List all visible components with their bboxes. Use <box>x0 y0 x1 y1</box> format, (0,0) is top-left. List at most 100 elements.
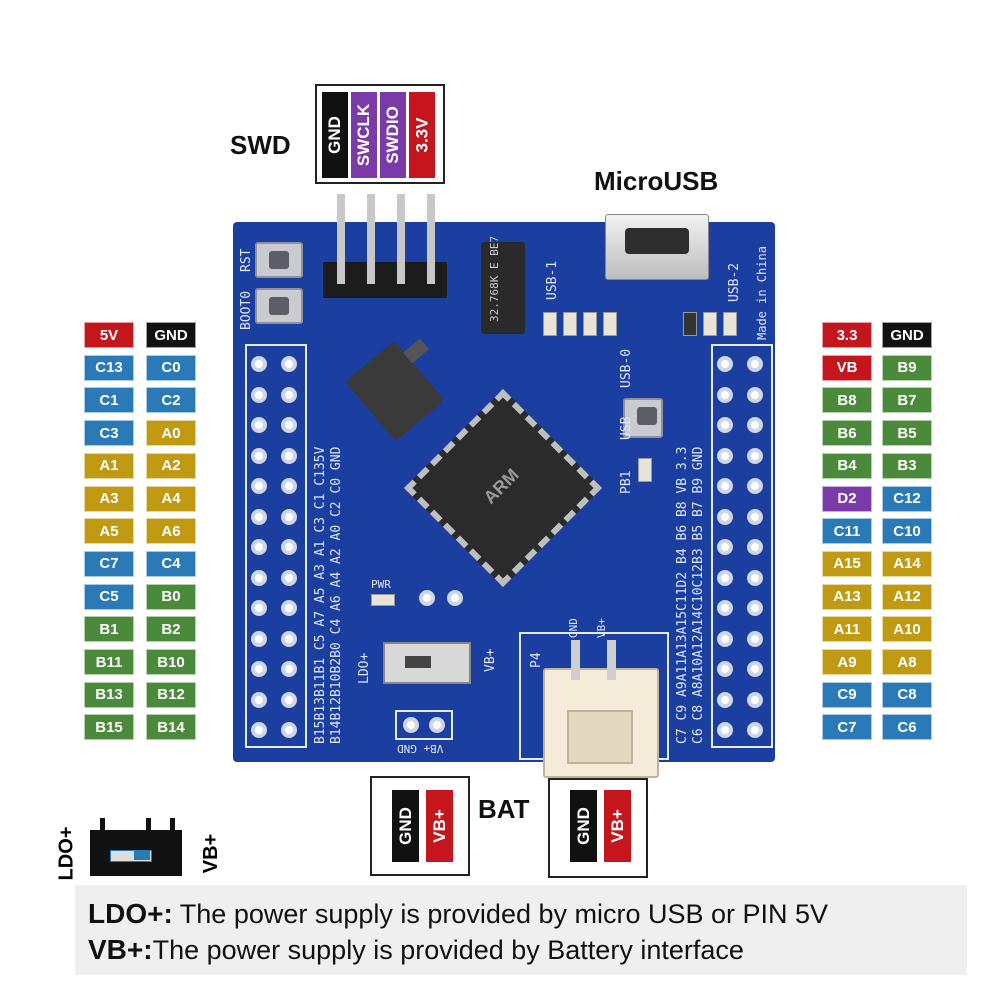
caption-line-1: LDO+: The power supply is provided by mi… <box>88 898 828 930</box>
right-header-outline <box>711 344 773 748</box>
bat-right-pin-gnd-text: GND <box>573 807 593 845</box>
smd-resistor-7 <box>723 312 737 336</box>
left-header-hole <box>281 386 297 403</box>
right-header-hole <box>747 508 763 525</box>
battery-pads <box>395 710 453 740</box>
right-header-hole <box>717 356 733 372</box>
micro-usb-port[interactable] <box>625 228 689 254</box>
left-header-hole <box>251 478 267 494</box>
left-pin-outer-c5: C5 <box>84 583 134 610</box>
left-header-hole <box>251 661 267 677</box>
bat-right-pin-gnd: GND <box>570 790 597 862</box>
pwr-jumper-hole-2 <box>447 590 463 606</box>
pb1-led <box>638 458 652 482</box>
right-header-hole <box>717 722 733 738</box>
power-slide-switch[interactable] <box>383 642 471 684</box>
pb1-label: PB1 <box>619 470 634 494</box>
usb-button[interactable] <box>623 398 663 438</box>
switch-ldo-label: LDO+ <box>357 652 372 684</box>
right-pin-outer-c10: C10 <box>882 518 932 545</box>
right-pin-inner-d2: D2 <box>822 485 872 512</box>
swd-pin-3 <box>397 194 405 284</box>
right-header-hole <box>717 417 733 433</box>
swd-pin-label-swdio: SWDIO <box>380 92 406 178</box>
right-pin-inner-b6: B6 <box>822 420 872 447</box>
right-header-hole <box>747 630 763 647</box>
right-header-hole <box>717 508 733 525</box>
left-pin-inner-a4: A4 <box>146 485 196 512</box>
caption-line-1-key: LDO+: <box>88 898 173 929</box>
battery-connector <box>543 640 659 778</box>
left-pin-inner-b10: B10 <box>146 649 196 675</box>
left-pin-inner-c0: C0 <box>146 354 196 381</box>
left-header-hole <box>281 508 297 525</box>
left-header-hole <box>251 508 267 525</box>
right-header-hole <box>717 630 733 647</box>
right-header-hole <box>717 661 733 677</box>
caption-line-2-key: VB+: <box>88 934 153 965</box>
swd-pin-label-gnd: GND <box>322 92 348 178</box>
boot0-label: BOOT0 <box>239 290 254 330</box>
right-pin-inner-c7: C7 <box>822 714 872 741</box>
switch-diagram-vb-label: VB+ <box>200 833 223 874</box>
left-pin-inner-b14: B14 <box>146 714 196 741</box>
pwr-label: PWR <box>371 578 391 591</box>
left-outer-silk: B15B13B11B1 C5 A7 A5 A3 A1 C3 C1 C135V <box>313 446 328 744</box>
right-pin-outer-a8: A8 <box>882 649 932 675</box>
right-pin-inner-a15: A15 <box>822 550 872 577</box>
bat-left-pin-gnd-text: GND <box>395 807 415 845</box>
reset-button[interactable] <box>255 242 303 278</box>
battery-pads-label: VB+ GND <box>397 742 444 755</box>
smd-resistor-2 <box>563 312 577 336</box>
smd-resistor-1 <box>543 312 557 336</box>
right-header-hole <box>747 386 763 403</box>
left-pin-inner-c2: C2 <box>146 387 196 414</box>
right-pin-inner-c11: C11 <box>822 518 872 545</box>
pwr-led <box>371 594 395 606</box>
p4-gnd-label: GND <box>567 618 580 638</box>
left-pin-outer-c1: C1 <box>84 387 134 414</box>
swd-pin-2 <box>367 194 375 284</box>
connector-pin-2 <box>607 640 616 680</box>
smd-resistor-4 <box>603 312 617 336</box>
right-pin-outer-b3: B3 <box>882 452 932 479</box>
right-header-hole <box>717 691 733 708</box>
switch-diagram: LDO+ VB+ <box>55 812 222 892</box>
right-header-hole <box>717 569 733 586</box>
smd-resistor-3 <box>583 312 597 336</box>
battery-pad-2 <box>429 717 445 733</box>
bat-left-box <box>370 776 470 876</box>
right-outer-silk: C7 C9 A9A11A13A15C11D2 B4 B6 B8 VB 3.3 <box>675 446 690 744</box>
left-header-hole <box>281 630 297 647</box>
left-header-hole <box>251 691 267 708</box>
left-pin-outer-a5: A5 <box>84 518 134 545</box>
boot0-button[interactable] <box>255 288 303 324</box>
right-pin-outer-a12: A12 <box>882 583 932 610</box>
switch-vb-label: VB+ <box>483 648 498 672</box>
left-header-hole <box>281 569 297 586</box>
left-header-hole <box>281 356 297 372</box>
left-header-hole <box>281 600 297 616</box>
switch-diagram-pin-2 <box>146 818 151 832</box>
swd-pin-label-text: GND <box>325 116 344 154</box>
right-header-hole <box>747 539 763 555</box>
left-header-hole <box>251 722 267 738</box>
right-pin-outer-c6: C6 <box>882 714 932 741</box>
swd-title: SWD <box>230 130 291 160</box>
left-pin-inner-b0: B0 <box>146 583 196 610</box>
left-pin-inner-b2: B2 <box>146 616 196 643</box>
right-pin-inner-c9: C9 <box>822 681 872 708</box>
left-pin-outer-b13: B13 <box>84 681 134 708</box>
right-pin-outer-a14: A14 <box>882 550 932 577</box>
left-pin-inner-a2: A2 <box>146 452 196 479</box>
usb2-label: USB-2 <box>727 262 742 302</box>
smd-resistor-6 <box>703 312 717 336</box>
right-header-hole <box>747 478 763 494</box>
voltage-regulator <box>345 340 445 442</box>
bat-left-pin-vbplus: VB+ <box>426 790 453 862</box>
left-pin-outer-5v: 5V <box>84 322 134 348</box>
right-header-hole <box>717 600 733 616</box>
left-pin-inner-a0: A0 <box>146 420 196 447</box>
right-pin-inner-vb: VB <box>822 354 872 381</box>
left-header-hole <box>281 691 297 708</box>
